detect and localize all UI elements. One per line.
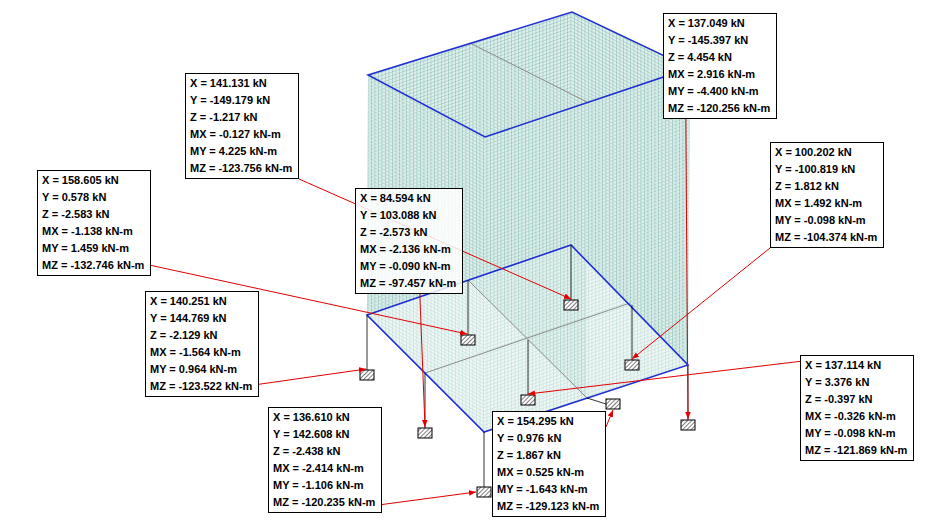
leader-line [686, 119, 688, 419]
reaction-value: MY = 0.964 kN-m [150, 361, 254, 378]
reaction-value: Y = 144.769 kN [150, 310, 254, 327]
reaction-value: X = 137.049 kN [668, 15, 772, 32]
reaction-value: Z = -1.217 kN [190, 109, 294, 126]
reaction-value: MY = 4.225 kN-m [190, 143, 294, 160]
support-stem [528, 340, 529, 395]
reaction-callout: X = 137.114 kNY = 3.376 kNZ = -0.397 kNM… [800, 355, 914, 461]
reaction-callout: X = 158.605 kNY = 0.578 kNZ = -2.583 kNM… [37, 170, 151, 276]
reaction-value: MZ = -123.756 kN-m [190, 160, 294, 177]
reaction-value: MZ = -120.235 kN-m [273, 494, 377, 511]
reaction-value: MY = -1.643 kN-m [497, 481, 601, 498]
leader-line [382, 492, 476, 505]
reaction-callout: X = 140.251 kNY = 144.769 kNZ = -2.129 k… [145, 291, 259, 397]
reaction-value: Y = 0.976 kN [497, 430, 601, 447]
reaction-value: Y = 3.376 kN [805, 374, 909, 391]
support-stem [484, 432, 485, 487]
reaction-callout: X = 141.131 kNY = -149.179 kNZ = -1.217 … [185, 73, 299, 179]
reaction-value: X = 154.295 kN [497, 413, 601, 430]
reaction-value: MX = 2.916 kN-m [668, 66, 772, 83]
reaction-value: MY = 1.459 kN-m [42, 240, 146, 257]
reaction-value: X = 137.114 kN [805, 357, 909, 374]
reaction-callout: X = 84.594 kNY = 103.088 kNZ = -2.573 kN… [355, 188, 463, 294]
support-symbol [477, 487, 491, 497]
reaction-value: MX = -1.138 kN-m [42, 223, 146, 240]
reaction-value: Y = 103.088 kN [360, 207, 458, 224]
reaction-value: MX = -1.564 kN-m [150, 344, 254, 361]
leader-line [632, 248, 770, 359]
reaction-value: MZ = -121.869 kN-m [805, 442, 909, 459]
reaction-value: Y = -145.397 kN [668, 32, 772, 49]
reaction-value: MX = -0.127 kN-m [190, 126, 294, 143]
reaction-value: Z = -0.397 kN [805, 391, 909, 408]
reaction-value: MZ = -97.457 kN-m [360, 275, 458, 292]
reaction-value: Z = -2.573 kN [360, 224, 458, 241]
reaction-value: MY = -0.098 kN-m [775, 212, 879, 229]
reaction-value: MY = -1.106 kN-m [273, 477, 377, 494]
leader-line [606, 410, 613, 427]
support-stem [468, 280, 469, 335]
wall-mesh [484, 68, 690, 432]
reaction-value: MY = -0.090 kN-m [360, 258, 458, 275]
reaction-value: Z = 4.454 kN [668, 49, 772, 66]
support-symbol [461, 335, 475, 345]
support-symbol [564, 300, 578, 310]
support-symbol [606, 399, 620, 409]
reaction-value: Z = -2.583 kN [42, 206, 146, 223]
support-stem [571, 245, 572, 300]
reaction-value: Z = -2.129 kN [150, 327, 254, 344]
reaction-value: Z = 1.867 kN [497, 447, 601, 464]
support-stem [587, 398, 606, 404]
reaction-value: X = 141.131 kN [190, 75, 294, 92]
roof-outline [368, 12, 690, 137]
support-symbol [521, 395, 535, 405]
reaction-callout: X = 137.049 kNY = -145.397 kNZ = 4.454 k… [663, 13, 777, 119]
base-grid-line [425, 303, 630, 373]
reaction-value: MX = 0.525 kN-m [497, 464, 601, 481]
reaction-value: Y = 142.608 kN [273, 426, 377, 443]
reaction-value: X = 84.594 kN [360, 190, 458, 207]
reaction-callout: X = 100.202 kNY = -100.819 kNZ = 1.812 k… [770, 142, 884, 248]
reaction-value: MX = -2.136 kN-m [360, 241, 458, 258]
reaction-value: MY = -4.400 kN-m [668, 83, 772, 100]
reaction-value: Y = -149.179 kN [190, 92, 294, 109]
reaction-value: Y = -100.819 kN [775, 161, 879, 178]
reaction-callout: X = 136.610 kNY = 142.608 kNZ = -2.438 k… [268, 407, 382, 513]
reaction-value: MX = -0.326 kN-m [805, 408, 909, 425]
reaction-value: Z = -2.438 kN [273, 443, 377, 460]
reaction-value: MX = 1.492 kN-m [775, 195, 879, 212]
leader-line [259, 369, 366, 384]
reaction-value: MZ = -120.256 kN-m [668, 100, 772, 117]
support-symbol [360, 370, 374, 380]
reaction-value: Y = 0.578 kN [42, 189, 146, 206]
reaction-value: X = 140.251 kN [150, 293, 254, 310]
reaction-value: MZ = -123.522 kN-m [150, 378, 254, 395]
reaction-value: X = 136.610 kN [273, 409, 377, 426]
partition-edge [470, 43, 587, 102]
reaction-value: X = 100.202 kN [775, 144, 879, 161]
reaction-value: MZ = -129.123 kN-m [497, 498, 601, 515]
support-stem [632, 305, 633, 360]
reaction-value: X = 158.605 kN [42, 172, 146, 189]
leader-line [528, 361, 800, 394]
support-symbol [418, 428, 432, 438]
support-stem [367, 315, 368, 370]
reaction-value: MZ = -104.374 kN-m [775, 229, 879, 246]
support-symbol [625, 360, 639, 370]
support-symbol [681, 420, 695, 430]
leader-line [420, 294, 425, 427]
reaction-callout: X = 154.295 kNY = 0.976 kNZ = 1.867 kNMX… [492, 411, 606, 517]
reaction-value: MZ = -132.746 kN-m [42, 257, 146, 274]
leader-line [299, 179, 571, 299]
reaction-value: MX = -2.414 kN-m [273, 460, 377, 477]
reaction-value: MY = -0.098 kN-m [805, 425, 909, 442]
reaction-value: Z = 1.812 kN [775, 178, 879, 195]
